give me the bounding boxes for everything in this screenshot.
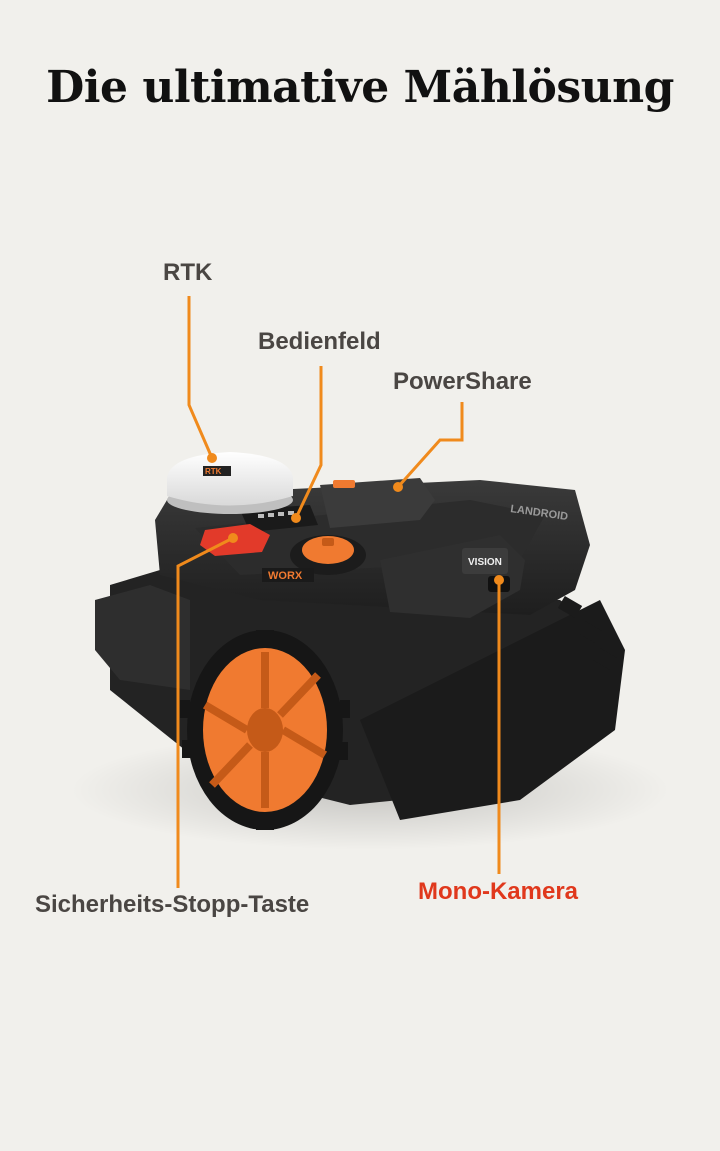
brand-plate: [262, 568, 314, 582]
height-knob: [302, 536, 354, 564]
body-brand-text: WORX: [268, 570, 303, 582]
powershare-battery: [320, 478, 435, 528]
callout-label-powershare: PowerShare: [393, 368, 532, 395]
callout-line-bedienfeld: [294, 366, 323, 519]
callout-label-mono-camera: Mono-Kamera: [418, 878, 579, 905]
callout-label-safety-stop: Sicherheits-Stopp-Taste: [35, 891, 310, 918]
control-panel-keys: [258, 511, 294, 518]
rtk-antenna-dome: [167, 452, 293, 506]
callout-lines: [176, 296, 501, 888]
callout-label-rtk: RTK: [163, 259, 213, 286]
front-bumper: [95, 585, 190, 690]
rear-wheel-tread: [360, 595, 625, 820]
front-wheel: [180, 630, 350, 830]
battery-tab: [333, 480, 355, 488]
callout-line-powershare: [396, 402, 464, 488]
rtk-antenna-text: RTK: [205, 467, 222, 476]
knob-grip: [322, 538, 334, 546]
callout-label-bedienfeld: Bedienfeld: [258, 328, 381, 355]
callout-line-rtk: [187, 296, 214, 459]
page-title: Die ultimative Mählösung: [46, 62, 674, 113]
camera-badge: [462, 548, 508, 574]
callout-line-safety-stop: [176, 536, 234, 888]
callout-dots: [207, 453, 504, 585]
camera-badge-text: VISION: [468, 557, 502, 568]
rtk-antenna-label-plate: [203, 466, 231, 476]
